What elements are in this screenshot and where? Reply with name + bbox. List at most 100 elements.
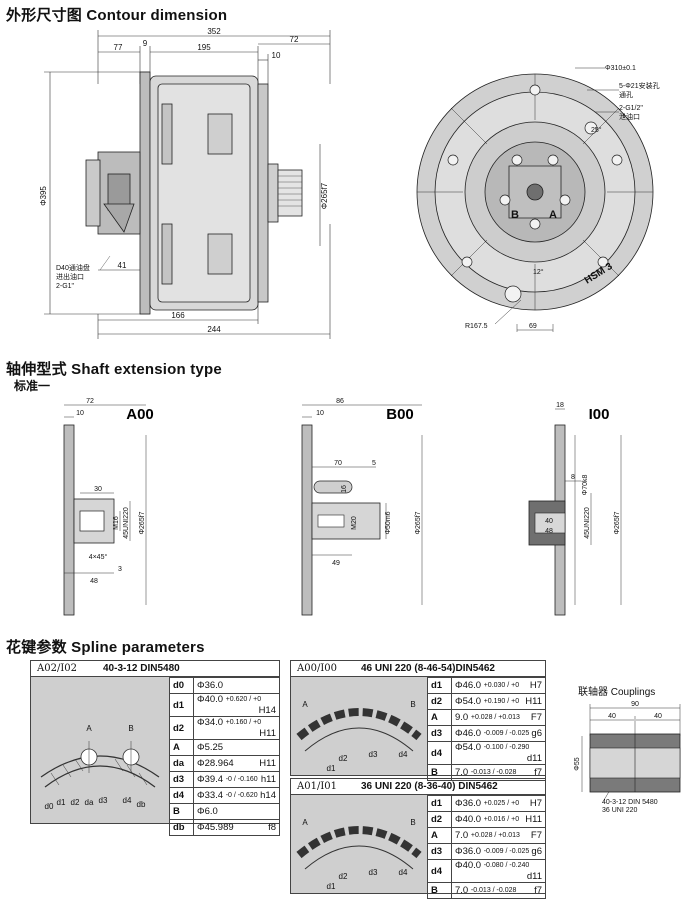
b00-dim-16: 16 <box>341 485 348 493</box>
i00-dim-18: 18 <box>556 402 564 409</box>
value-text: Φ5.25 <box>197 742 224 753</box>
cell-key: B <box>427 882 452 899</box>
table-2-code: A00/I00 <box>297 663 337 674</box>
i00-dim-45uni: 45UNI220 <box>584 507 591 539</box>
shaft-subtitle: 标准一 <box>14 379 51 393</box>
fig2-label-d3: d3 <box>369 750 378 759</box>
side-view-drawing: 352 77 9 195 72 10 41 166 244 Φ395 Φ265f… <box>39 27 331 339</box>
cell-key: d2 <box>169 716 194 740</box>
front-label-mount-holes: 5-Φ21安装孔 <box>619 81 660 90</box>
oil-port-note-2: 进出油口 <box>56 272 84 281</box>
coupling-dim-90: 90 <box>631 701 639 708</box>
fig3-label-d3: d3 <box>369 868 378 877</box>
i00-dim-48: 48 <box>545 528 553 535</box>
front-label-310: Φ310±0.1 <box>605 65 636 72</box>
fig1-label-d1: d1 <box>57 798 66 807</box>
fit-grade: H11 <box>525 814 542 825</box>
tolerance: +0.028 / +0.013 <box>470 713 520 721</box>
tolerance: +0.030 / +0 <box>483 681 520 689</box>
cell-key: d1 <box>169 693 194 717</box>
fig1-label-d4: d4 <box>123 796 132 805</box>
value-text: 7.0 <box>455 767 469 778</box>
dim-352: 352 <box>207 27 221 36</box>
fig3-label-d1: d1 <box>327 882 336 891</box>
i00-dim-70k8: Φ70k8 <box>582 475 589 496</box>
b00-dim-m20: M20 <box>351 516 358 530</box>
shaft-a00-drawing: A00 72 10 30 4×45° 3 48 M16 45UNI220 Φ26… <box>63 398 154 616</box>
fit-grade: d11 <box>526 871 542 882</box>
cell-key: B <box>169 803 194 820</box>
fit-grade: H7 <box>529 798 542 809</box>
fit-grade: F7 <box>530 830 542 841</box>
tolerance: -0.009 / -0.025 <box>483 729 530 737</box>
cell-key: d2 <box>427 811 452 828</box>
b00-dim-5: 5 <box>372 460 376 467</box>
fig3-label-a: A <box>302 818 308 827</box>
cell-key: d4 <box>169 787 194 804</box>
b00-dim-70: 70 <box>334 460 342 467</box>
front-label-12deg: 12° <box>533 268 544 276</box>
cell-key: d3 <box>427 725 452 742</box>
contour-section-title: 外形尺寸图 Contour dimension <box>6 7 228 24</box>
front-label-drain-cn: 泄油口 <box>619 112 640 121</box>
front-label-r167: R167.5 <box>465 323 488 330</box>
a00-dim-4x45: 4×45° <box>89 553 108 561</box>
i00-title: I00 <box>589 406 610 423</box>
cell-key: da <box>169 755 194 772</box>
cell-key: d4 <box>427 859 452 883</box>
table-3-code: A01/I01 <box>297 781 337 792</box>
value-text: Φ36.0 <box>455 846 482 857</box>
cell-key: A <box>169 739 194 756</box>
fig2-label-a: A <box>302 700 308 709</box>
b00-dim-49: 49 <box>332 560 340 567</box>
oil-port-note-1: D40通油盘 <box>56 263 90 272</box>
front-label-69: 69 <box>529 323 537 330</box>
fig1-label-da: da <box>85 798 94 807</box>
value-text: Φ45.989 <box>197 822 234 833</box>
a00-dim-10: 10 <box>76 410 84 417</box>
value-text: Φ34.0 <box>197 717 224 728</box>
couplings-title: 联轴器 Couplings <box>578 687 656 698</box>
dim-72: 72 <box>290 35 299 44</box>
cell-key: d3 <box>427 843 452 860</box>
value-text: Φ33.4 <box>197 790 224 801</box>
fig2-label-d2: d2 <box>339 754 348 763</box>
shaft-i00-drawing: I00 18 8 Φ70k8 40 48 45UNI220 Φ265f7 <box>528 402 622 616</box>
dim-395: Φ395 <box>39 186 48 206</box>
fit-grade: f8 <box>268 822 276 833</box>
cell-value: Φ5.25 <box>193 739 280 756</box>
shaft-b00-drawing: B00 86 10 70 5 16 Φ50m6 M20 Φ265f7 49 <box>301 398 423 616</box>
fig3-label-b: B <box>410 818 415 827</box>
value-text: Φ40.0 <box>455 860 482 871</box>
value-text: 7.0 <box>455 830 469 841</box>
coupling-dim-40-right: 40 <box>654 713 662 720</box>
fit-grade: H11 <box>525 696 542 707</box>
i00-dim-265: Φ265f7 <box>614 511 621 534</box>
coupling-drawing: 90 40 40 Φ55 40-3-12 DIN 5480 36 UNI 220 <box>574 701 681 814</box>
a00-dim-265: Φ265f7 <box>139 511 146 534</box>
coupling-dim-40-left: 40 <box>608 713 616 720</box>
dim-10: 10 <box>272 51 281 60</box>
fig3-label-d4: d4 <box>399 868 408 877</box>
tolerance: -0 / -0.620 <box>225 791 258 799</box>
a00-title: A00 <box>126 406 154 423</box>
